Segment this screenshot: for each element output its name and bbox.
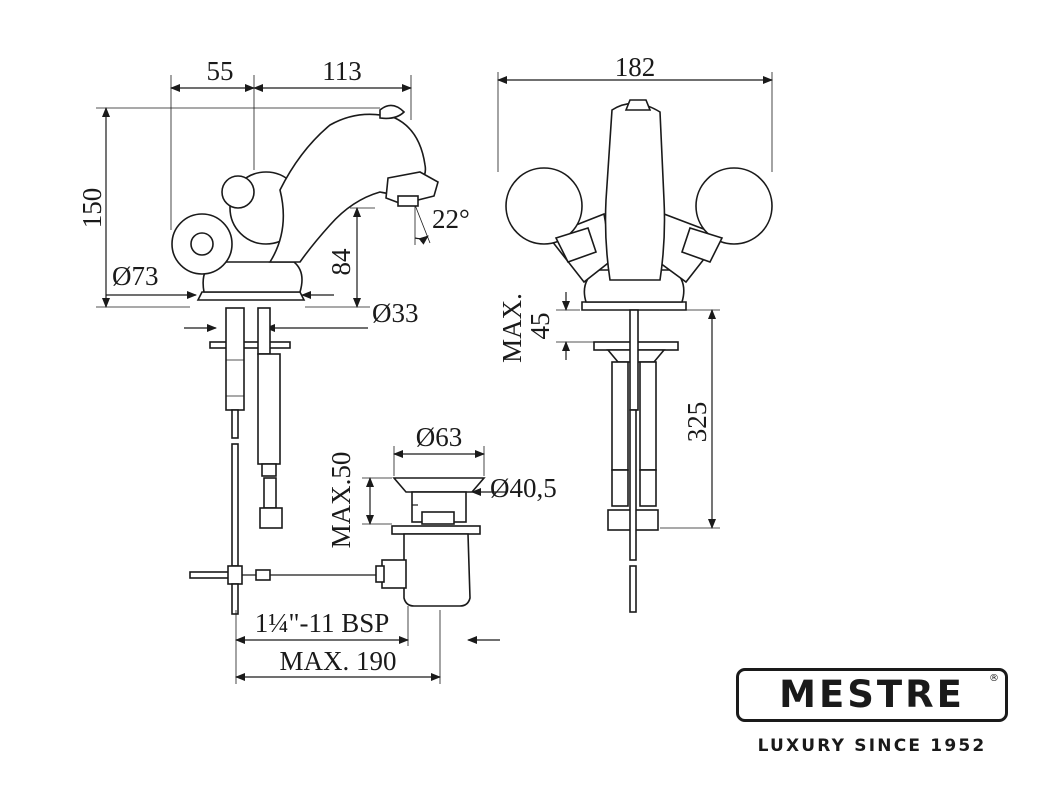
popup-rod	[189, 565, 378, 615]
dim-45-label: 45	[525, 313, 555, 340]
dim-base-diameter-label: Ø73	[112, 261, 159, 291]
faucet-side-body	[171, 104, 439, 301]
dim-182: 182	[497, 52, 773, 172]
dim-drain: Ø63 MAX.50 Ø40,5	[326, 422, 557, 548]
brand-logo-wordmark: MESTRE	[779, 672, 965, 716]
brand-tagline: LUXURY SINCE 1952	[757, 736, 987, 756]
dim-drain-max-label: MAX.50	[326, 452, 356, 549]
faucet-front-pipes	[593, 309, 679, 613]
dim-113-label: 113	[322, 56, 362, 86]
dim-top-left: 55 113	[170, 56, 412, 230]
dim-drain-diameter-label: Ø63	[416, 422, 463, 452]
dim-drain-reach-label: MAX. 190	[279, 646, 396, 676]
faucet-front-body	[505, 99, 773, 311]
dim-bottom: 1¼"-11 BSP MAX. 190	[235, 606, 500, 684]
dim-182-label: 182	[615, 52, 656, 82]
dim-55-label: 55	[207, 56, 234, 86]
registered-mark: ®	[989, 673, 999, 684]
dim-angle: 22°	[414, 204, 470, 245]
dim-thread-label: 1¼"-11 BSP	[255, 608, 390, 638]
dim-150-label: 150	[77, 188, 107, 229]
dim-325-label: 325	[682, 402, 712, 443]
dim-84: 84	[305, 207, 375, 308]
brand-logo: MESTRE ®	[736, 668, 1008, 722]
front-view: 182 MAX. 45	[497, 52, 773, 613]
dim-angle-label: 22°	[432, 204, 470, 234]
dim-hole-diameter-label: Ø33	[372, 298, 419, 328]
side-view: 55 113 150 84 22° Ø73	[77, 56, 557, 684]
dim-45: MAX. 45	[497, 292, 594, 363]
dim-drain-inner-diameter-label: Ø40,5	[490, 473, 557, 503]
drain-assembly	[375, 477, 486, 607]
dim-84-label: 84	[326, 248, 356, 276]
faucet-side-pipes	[209, 307, 291, 567]
dim-150: 150	[77, 107, 380, 308]
dim-325: 325	[660, 309, 720, 529]
dim-diameters: Ø73 Ø33	[106, 261, 419, 332]
dim-max-label: MAX.	[497, 293, 527, 363]
